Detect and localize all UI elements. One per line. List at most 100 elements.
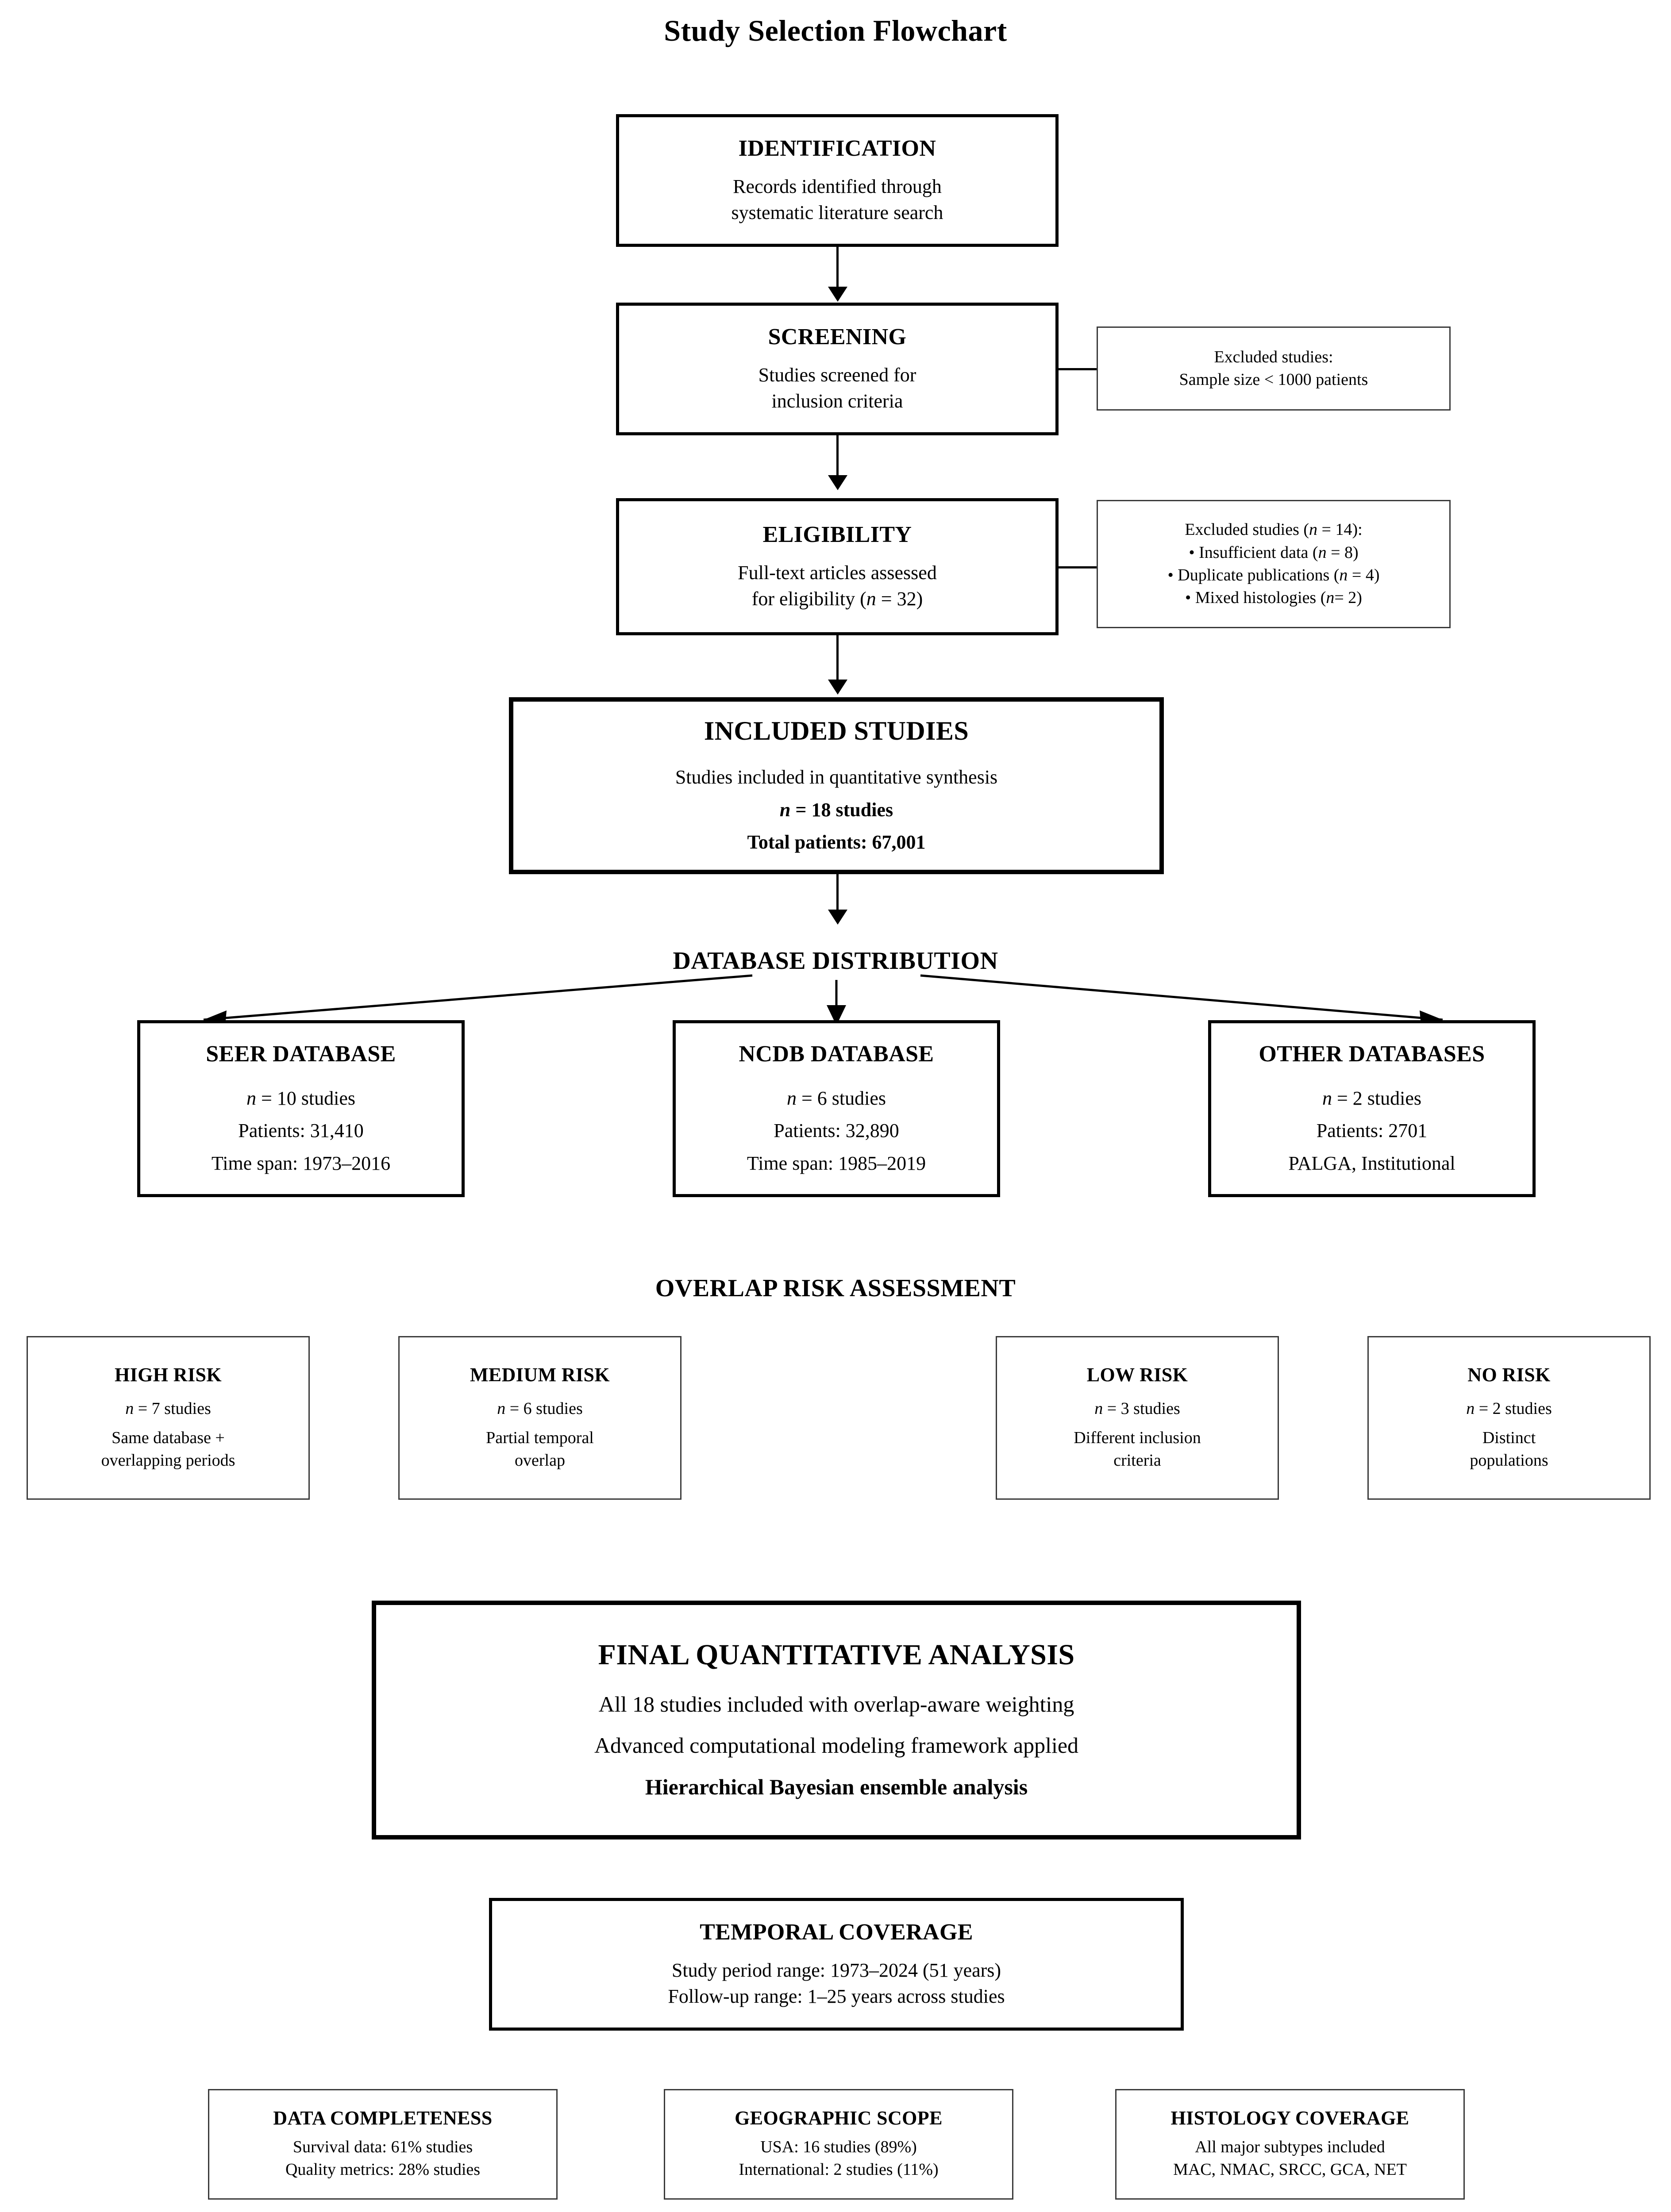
identification-line-1: Records identified through [733,175,942,197]
included-studies-line-2-post: = 18 studies [790,799,893,821]
geographic-scope-line-2: International: 2 studies (11%) [739,2160,939,2179]
eligibility-excluded-box: Excluded studies (n = 14): • Insufficien… [1097,500,1451,628]
final-analysis-line-1: All 18 studies included with overlap-awa… [598,1691,1074,1717]
no-risk-desc-1: Distinct [1482,1428,1536,1447]
eligibility-line-2-pre: for eligibility ( [751,588,866,610]
high-risk-n-text: = 7 studies [134,1399,211,1418]
eligibility-excluded-item-2-post: = 4) [1348,566,1380,584]
included-studies-header: INCLUDED STUDIES [704,716,969,746]
geographic-scope-header: GEOGRAPHIC SCOPE [735,2107,943,2129]
final-analysis-line-3: Hierarchical Bayesian ensemble analysis [645,1774,1028,1799]
eligibility-excluded-item-3-post: = 2) [1334,588,1362,607]
low-risk-n: n = 3 studies [1094,1398,1180,1420]
database-distribution-header: DATABASE DISTRIBUTION [673,947,998,975]
screening-header: SCREENING [768,324,907,349]
medium-risk-box: MEDIUM RISK n = 6 studies Partial tempor… [398,1336,681,1500]
identification-line-2: systematic literature search [731,201,943,223]
eligibility-excluded-post: = 14): [1317,520,1363,539]
final-analysis-box: FINAL QUANTITATIVE ANALYSIS All 18 studi… [372,1601,1301,1839]
no-risk-box: NO RISK n = 2 studies Distinct populatio… [1367,1336,1651,1500]
other-databases-patients: Patients: 2701 [1316,1120,1428,1142]
eligibility-excluded-item-2: • Duplicate publications (n = 4) [1167,564,1379,587]
arrow-screening-eligibility [828,475,847,490]
eligibility-n-symbol: n [866,588,876,610]
arrow-eligibility-included [828,680,847,695]
connector-screening-excluded [1059,368,1097,370]
eligibility-excluded-item-2-n: n [1339,566,1348,584]
data-completeness-line-2: Quality metrics: 28% studies [285,2160,481,2179]
temporal-coverage-line-2: Follow-up range: 1–25 years across studi… [668,1985,1005,2007]
temporal-coverage-header: TEMPORAL COVERAGE [700,1919,973,1945]
eligibility-excluded-item-3-pre: • Mixed histologies ( [1185,588,1326,607]
screening-line-1: Studies screened for [758,364,916,386]
medium-risk-n: n = 6 studies [497,1398,583,1420]
other-databases-box: OTHER DATABASES n = 2 studies Patients: … [1208,1020,1536,1197]
connector-eligibility-included [836,635,839,680]
medium-risk-header: MEDIUM RISK [470,1363,610,1386]
eligibility-excluded-item-1-n: n [1318,543,1327,562]
ncdb-database-n: n = 6 studies [787,1085,886,1111]
no-risk-header: NO RISK [1467,1363,1551,1386]
high-risk-desc-2: overlapping periods [101,1451,235,1470]
histology-coverage-line-1: All major subtypes included [1195,2138,1385,2156]
seer-database-timespan: Time span: 1973–2016 [211,1152,391,1174]
seer-database-patients: Patients: 31,410 [238,1120,364,1142]
final-analysis-header: FINAL QUANTITATIVE ANALYSIS [598,1638,1075,1671]
final-analysis-line-2: Advanced computational modeling framewor… [594,1733,1079,1758]
low-risk-header: LOW RISK [1086,1363,1188,1386]
screening-excluded-line-2: Sample size < 1000 patients [1179,370,1368,389]
data-completeness-box: DATA COMPLETENESS Survival data: 61% stu… [208,2089,558,2200]
low-risk-n-text: = 3 studies [1103,1399,1180,1418]
medium-risk-desc-1: Partial temporal [486,1428,594,1447]
page-title: Study Selection Flowchart [664,14,1007,47]
high-risk-desc-1: Same database + [112,1428,225,1447]
seer-database-n: n = 10 studies [246,1085,355,1111]
eligibility-excluded-item-1: • Insufficient data (n = 8) [1189,541,1358,564]
identification-header: IDENTIFICATION [738,135,936,161]
histology-coverage-line-2: MAC, NMAC, SRCC, GCA, NET [1173,2160,1407,2179]
histology-coverage-header: HISTOLOGY COVERAGE [1170,2107,1409,2129]
medium-risk-n-symbol: n [497,1399,506,1418]
connector-included-distribution [836,874,839,910]
low-risk-n-symbol: n [1094,1399,1103,1418]
arrow-identification-screening [828,287,847,302]
seer-n-symbol: n [246,1087,256,1109]
eligibility-excluded-item-2-pre: • Duplicate publications ( [1167,566,1340,584]
seer-database-box: SEER DATABASE n = 10 studies Patients: 3… [137,1020,465,1197]
connector-identification-screening [836,247,839,287]
overlap-risk-header: OVERLAP RISK ASSESSMENT [655,1275,1016,1302]
eligibility-excluded-item-1-pre: • Insufficient data ( [1189,543,1318,562]
eligibility-header: ELIGIBILITY [762,522,912,547]
other-n-symbol: n [1322,1087,1332,1109]
temporal-coverage-line-1: Study period range: 1973–2024 (51 years) [671,1959,1001,1981]
eligibility-excluded-item-1-post: = 8) [1326,543,1359,562]
no-risk-n: n = 2 studies [1466,1398,1552,1420]
data-completeness-line-1: Survival data: 61% studies [293,2138,473,2156]
geographic-scope-box: GEOGRAPHIC SCOPE USA: 16 studies (89%) I… [664,2089,1013,2200]
data-completeness-header: DATA COMPLETENESS [273,2107,493,2129]
temporal-coverage-box: TEMPORAL COVERAGE Study period range: 19… [489,1898,1184,2031]
connector-screening-eligibility [836,435,839,475]
no-risk-n-text: = 2 studies [1475,1399,1552,1418]
connector-eligibility-excluded [1059,566,1097,568]
screening-line-2: inclusion criteria [771,390,903,412]
screening-excluded-box: Excluded studies: Sample size < 1000 pat… [1097,326,1451,411]
included-studies-line-1: Studies included in quantitative synthes… [675,766,998,788]
included-studies-box: INCLUDED STUDIES Studies included in qua… [509,697,1164,874]
high-risk-box: HIGH RISK n = 7 studies Same database + … [27,1336,310,1500]
eligibility-excluded-n-symbol: n [1309,520,1318,539]
included-studies-line-2: n = 18 studies [780,797,893,823]
low-risk-desc-1: Different inclusion [1074,1428,1201,1447]
ncdb-database-box: NCDB DATABASE n = 6 studies Patients: 32… [673,1020,1000,1197]
included-studies-n-symbol: n [779,799,791,821]
no-risk-desc-2: populations [1470,1451,1548,1470]
identification-box: IDENTIFICATION Records identified throug… [616,114,1059,247]
eligibility-excluded-item-3: • Mixed histologies (n= 2) [1185,587,1362,609]
medium-risk-n-text: = 6 studies [505,1399,583,1418]
ncdb-n-symbol: n [786,1087,797,1109]
high-risk-n-symbol: n [125,1399,134,1418]
other-databases-timespan: PALGA, Institutional [1288,1152,1455,1174]
seer-n-text: = 10 studies [256,1087,356,1109]
eligibility-line-1: Full-text articles assessed [738,561,937,584]
